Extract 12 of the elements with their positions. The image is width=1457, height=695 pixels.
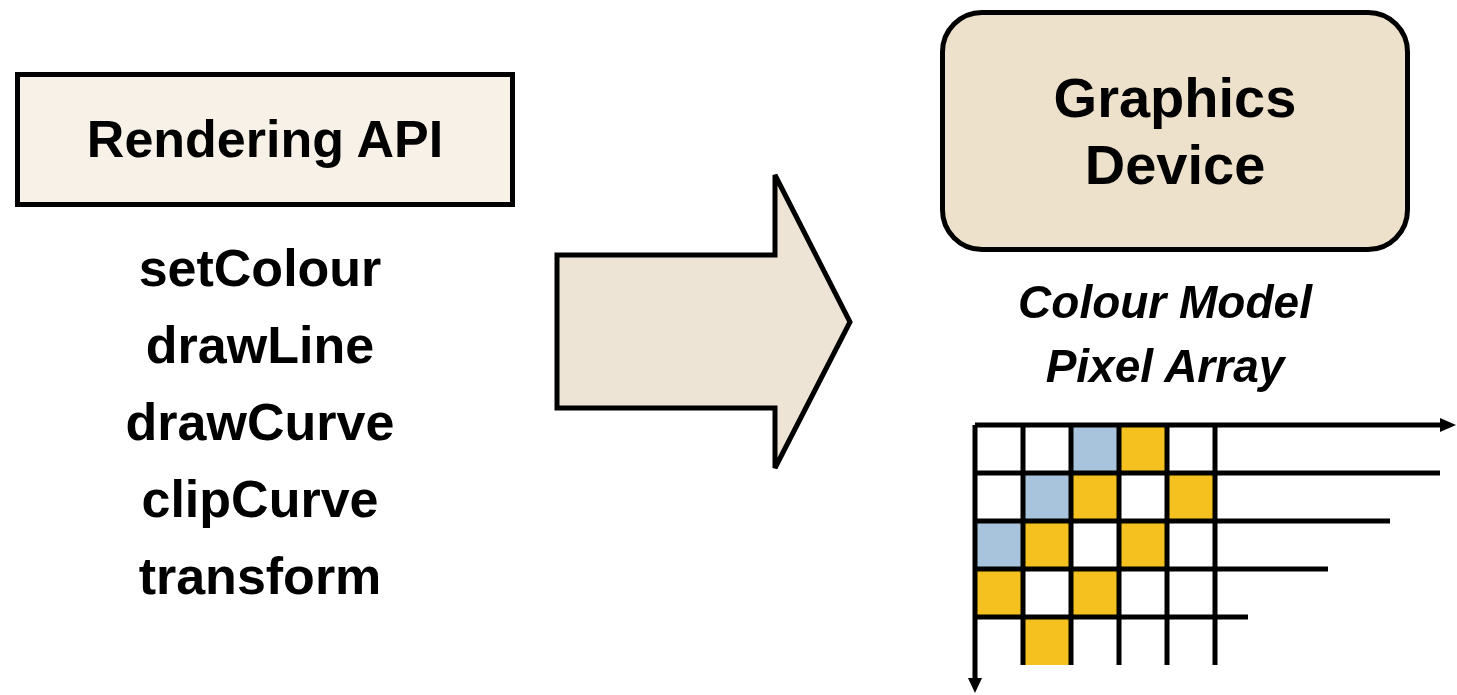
caption-text: Colour Model: [1017, 275, 1314, 330]
block-arrow: [554, 172, 853, 471]
function-name: clipCurve: [140, 469, 380, 530]
function-name: drawLine: [144, 315, 376, 376]
caption-text: Pixel Array: [1044, 339, 1287, 394]
box: [15, 72, 515, 207]
rounded-box: [940, 10, 1410, 252]
function-name: setColour: [137, 238, 383, 299]
node-title: Graphics Device: [1052, 64, 1298, 198]
function-name: drawCurve: [124, 392, 396, 453]
node-title: Rendering API: [86, 109, 444, 171]
function-name: transform: [137, 546, 383, 607]
